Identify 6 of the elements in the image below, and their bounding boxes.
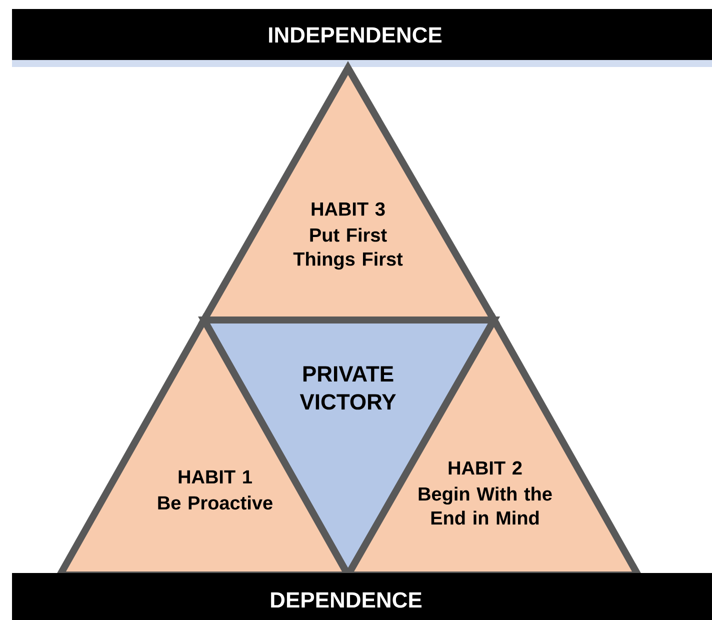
label: DEPENDENCE — [271, 592, 422, 608]
label: HABIT 1 Be Proactive — [158, 470, 272, 510]
label: HABIT 2 Begin With the End in Mind — [418, 461, 552, 525]
label: HABIT 3 Put First Things First — [293, 202, 403, 270]
label: INDEPENDENCE — [269, 27, 442, 43]
label: PRIVATE VICTORY — [300, 366, 396, 410]
